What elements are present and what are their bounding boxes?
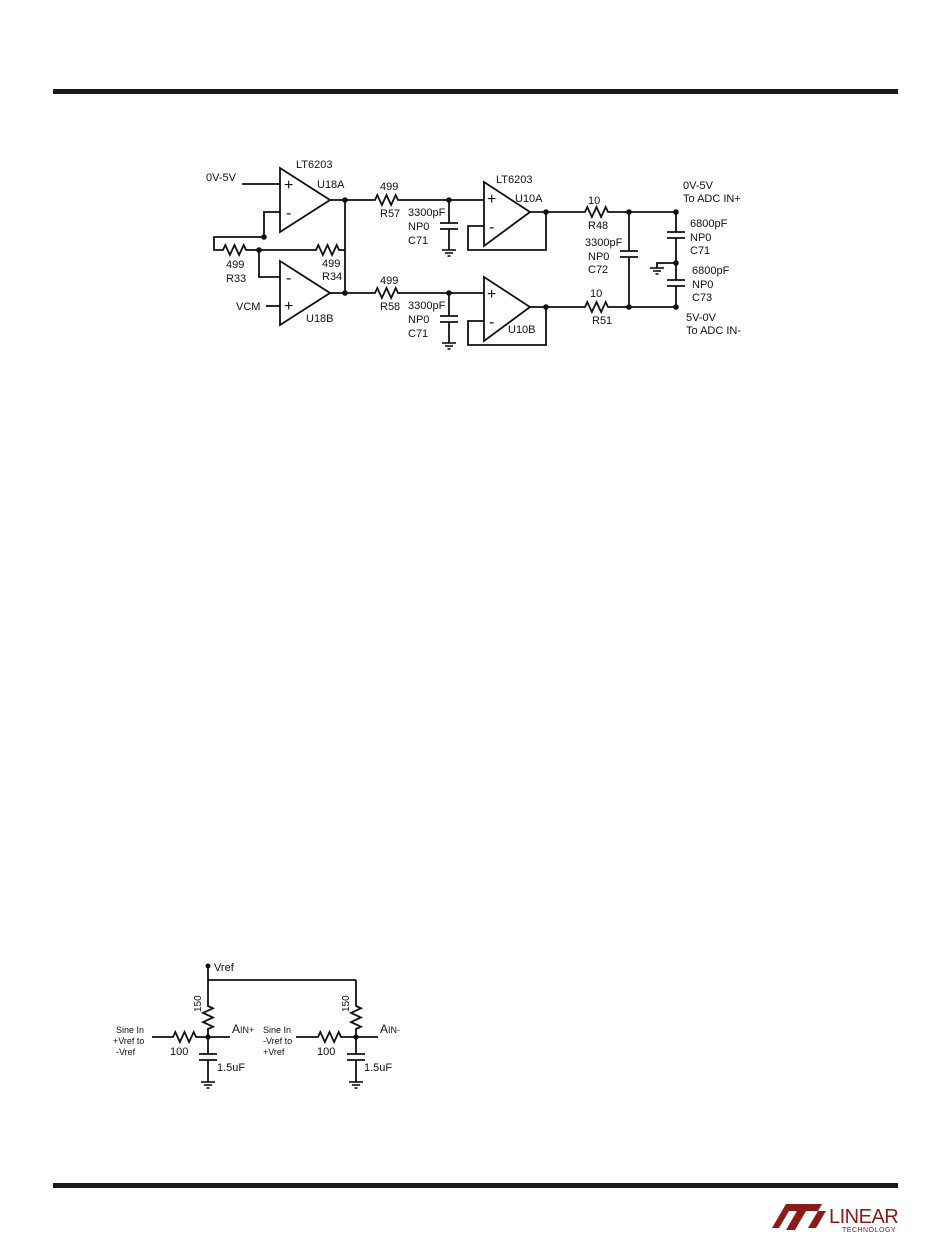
left-input-line2: +Vref to: [113, 1036, 144, 1046]
svg-text:+: +: [487, 286, 496, 303]
c71-bottom-np0: NP0: [408, 314, 429, 326]
svg-text:+: +: [284, 298, 293, 315]
resistor-r58: [371, 287, 401, 299]
right-rv-value: 150: [341, 995, 352, 1012]
opamp-part-label: LT6203: [496, 174, 533, 186]
opamp-ref-label: U10A: [515, 193, 543, 205]
c72-np0: NP0: [588, 251, 609, 263]
resistor-r51: [581, 301, 611, 313]
opamp-ref-label: U18B: [306, 313, 334, 325]
input-label-top: 0V-5V: [206, 172, 237, 184]
output-label-bottom-dest: To ADC IN-: [686, 325, 741, 337]
resistor-150-left: [202, 1002, 214, 1032]
r58-value: 499: [380, 275, 398, 287]
c73-value: 6800pF: [692, 265, 730, 277]
opamp-part-label: LT6203: [296, 159, 333, 171]
resistor-r33: [219, 244, 249, 256]
output-label-top-dest: To ADC IN+: [683, 193, 741, 205]
left-r-value: 100: [170, 1046, 188, 1058]
opamp-u10a: + -: [483, 180, 532, 248]
header-rule: [53, 89, 898, 94]
right-c-value: 1.5uF: [364, 1062, 392, 1074]
input-label-vcm: VCM: [236, 301, 260, 313]
c71-bottom-ref: C71: [408, 328, 428, 340]
c72-ref: C72: [588, 264, 608, 276]
svg-text:-: -: [286, 205, 291, 222]
svg-text:+: +: [487, 191, 496, 208]
company-logo: LINEAR TECHNOLOGY: [772, 1204, 899, 1234]
svg-text:-: -: [489, 314, 494, 331]
c73-ref: C73: [692, 292, 712, 304]
left-input-line1: Sine In: [116, 1025, 144, 1035]
c71-out-ref: C71: [690, 245, 710, 257]
left-rv-value: 150: [193, 995, 204, 1012]
right-input-line1: Sine In: [263, 1025, 291, 1035]
r57-value: 499: [380, 181, 398, 193]
opamp-ref-label: U10B: [508, 324, 536, 336]
resistor-150-right: [350, 1002, 362, 1032]
r48-ref: R48: [588, 220, 608, 232]
bottom-circuit: Vref 150 Sine In +Vref to -Vref 100 AIN+…: [113, 962, 400, 1089]
r51-ref: R51: [592, 315, 612, 327]
svg-text:+: +: [284, 177, 293, 194]
c71-out-value: 6800pF: [690, 218, 728, 230]
logo-mark-icon: [772, 1204, 822, 1230]
resistor-r57: [371, 194, 401, 206]
c71-out-np0: NP0: [690, 232, 711, 244]
right-input-line2: -Vref to: [263, 1036, 292, 1046]
r58-ref: R58: [380, 301, 400, 313]
output-label-bottom: 5V-0V: [686, 312, 717, 324]
c71-top-np0: NP0: [408, 221, 429, 233]
r34-value: 499: [322, 258, 340, 270]
resistor-r48: [581, 206, 611, 218]
resistor-100-right: [314, 1031, 344, 1043]
opamp-u10b: + -: [483, 275, 532, 343]
left-output-label: AIN+: [232, 1022, 254, 1036]
opamp-u18a: + -: [279, 166, 332, 234]
right-input-line3: +Vref: [263, 1047, 285, 1057]
opamp-u18b: - +: [279, 259, 332, 327]
left-c-value: 1.5uF: [217, 1062, 245, 1074]
r33-ref: R33: [226, 273, 246, 285]
right-r-value: 100: [317, 1046, 335, 1058]
r57-ref: R57: [380, 208, 400, 220]
top-circuit: + - LT6203 U18A 0V-5V 499 R33 499 R34 - …: [206, 159, 741, 350]
r33-value: 499: [226, 259, 244, 271]
c72-value: 3300pF: [585, 237, 623, 249]
svg-text:-: -: [286, 270, 291, 287]
left-input-line3: -Vref: [116, 1047, 136, 1057]
resistor-100-left: [169, 1031, 199, 1043]
c73-np0: NP0: [692, 279, 713, 291]
resistor-r34: [312, 244, 342, 256]
logo-wordmark: LINEAR: [829, 1206, 898, 1228]
r48-value: 10: [588, 195, 600, 207]
c71-top-value: 3300pF: [408, 207, 446, 219]
logo-subtext: TECHNOLOGY: [842, 1227, 896, 1234]
footer-rule: [53, 1183, 898, 1188]
svg-text:-: -: [489, 219, 494, 236]
output-label-top: 0V-5V: [683, 180, 714, 192]
c71-top-ref: C71: [408, 235, 428, 247]
r34-ref: R34: [322, 271, 342, 283]
c71-bottom-value: 3300pF: [408, 300, 446, 312]
r51-value: 10: [590, 288, 602, 300]
right-output-label: AIN-: [380, 1022, 400, 1036]
vref-label: Vref: [214, 962, 235, 974]
opamp-ref-label: U18A: [317, 179, 345, 191]
